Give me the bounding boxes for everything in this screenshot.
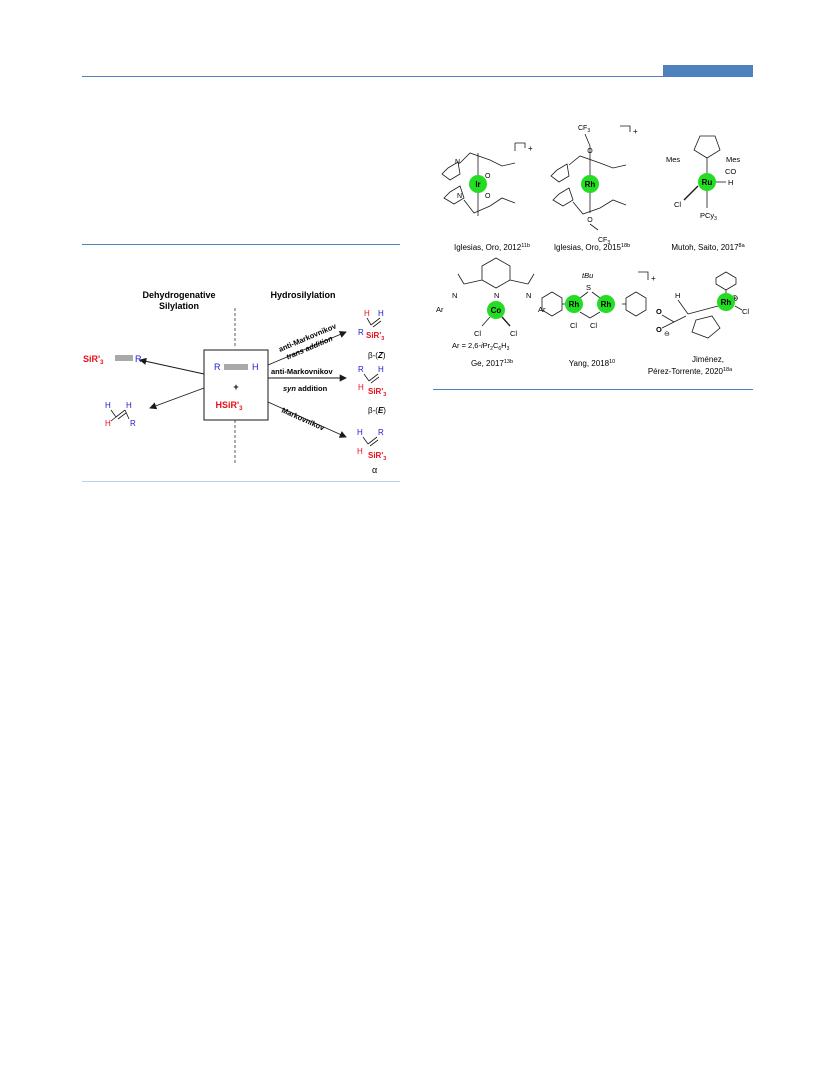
yang-s: S: [586, 283, 591, 292]
heading-hydrosilylation: Hydrosilylation: [270, 290, 335, 300]
jim-minus: ⊖: [664, 331, 670, 338]
yang-rh1: Rh: [569, 300, 580, 309]
svg-text:SiR'3: SiR'3: [366, 331, 384, 342]
figure-bottom-rule: [433, 389, 753, 390]
svg-text:O: O: [485, 193, 491, 200]
svg-text:SiR'3: SiR'3: [368, 387, 386, 398]
co-ar-left: Ar: [436, 305, 444, 314]
catalyst-ru-2017: Mes Mes Ru CO H Cl PCy3: [666, 135, 740, 222]
arrow2-label-2: syn addition: [283, 384, 328, 393]
cf3-bottom: CF3: [598, 237, 610, 246]
svg-text:R: R: [358, 328, 364, 337]
catalyst-rh-2020: ⊕ Rh Cl H O O ⊖: [656, 271, 749, 339]
catalyst-rh-2018: tBu S + Rh Rh Cl Cl: [541, 271, 656, 330]
co-cl2: Cl: [510, 329, 517, 338]
rh1-caption: Iglesias, Oro, 201518b: [554, 243, 630, 252]
scheme-bottom-rule: [82, 481, 400, 482]
co-ar-note: Ar = 2,6-iPr2C6H3: [452, 341, 510, 352]
jim-cl: Cl: [742, 307, 749, 316]
jim-h: H: [675, 291, 680, 300]
ru-co: CO: [725, 167, 736, 176]
svg-text:H: H: [378, 309, 384, 318]
plus-sign: +: [233, 382, 238, 392]
alkene-h3: H: [105, 419, 111, 428]
rh1-charge: +: [633, 127, 638, 136]
jim-o1: O: [656, 307, 662, 316]
co-n2: N: [494, 291, 499, 300]
jim-caption-1: Jiménez,: [692, 355, 724, 364]
ru-cl: Cl: [674, 200, 681, 209]
co-n3: N: [526, 291, 531, 300]
jim-metal: Rh: [721, 298, 732, 307]
ru-caption: Mutoh, Saito, 20178a: [671, 243, 745, 252]
product-alpha: H R H SiR'3 α: [357, 428, 386, 475]
svg-text:H: H: [357, 447, 363, 456]
svg-text:SiR'3: SiR'3: [368, 451, 386, 462]
ir-caption: Iglesias, Oro, 201211b: [454, 243, 530, 252]
product-z: H H R SiR'3 β-(Z): [358, 309, 386, 360]
header-rule: [82, 76, 753, 77]
product-e-label: β-(E): [368, 406, 386, 415]
svg-text:N: N: [455, 159, 460, 166]
svg-text:H: H: [357, 428, 363, 437]
svg-text:R: R: [378, 428, 384, 437]
arrow2-label-1: anti-Markovnikov: [271, 367, 334, 376]
alkynylsilane-si: SiR'3: [83, 354, 104, 366]
product-alpha-label: α: [372, 465, 377, 475]
yang-caption: Yang, 201810: [569, 359, 615, 368]
silane-reagent: HSiR'3: [216, 400, 244, 412]
cf3-top: CF3: [578, 125, 590, 134]
jim-charge: ⊕: [731, 293, 739, 303]
catalyst-figure: + Ir N N O O Iglesias, Oro, 201211b CF3 …: [436, 125, 749, 376]
yang-cl1: Cl: [570, 321, 577, 330]
co-n1: N: [452, 291, 457, 300]
co-caption: Ge, 201713b: [471, 359, 513, 368]
heading-silylation: Silylation: [159, 301, 199, 311]
svg-text:H: H: [378, 365, 384, 374]
yang-rh2: Rh: [601, 300, 612, 309]
svg-text:O: O: [587, 217, 593, 224]
ir-charge: +: [528, 144, 533, 153]
ru-pcy3: PCy3: [700, 211, 717, 222]
yang-cl2: Cl: [590, 321, 597, 330]
svg-text:R: R: [358, 365, 364, 374]
jim-o2: O: [656, 325, 662, 334]
alkene-r: R: [130, 419, 136, 428]
reagent-h: H: [252, 362, 259, 372]
svg-text:H: H: [358, 383, 364, 392]
co-metal: Co: [491, 306, 502, 315]
ru-metal: Ru: [702, 178, 713, 187]
alkene-h1: H: [105, 401, 111, 410]
ru-h: H: [728, 178, 733, 187]
header-tab: [663, 65, 753, 76]
catalyst-co-2017: N N N Ar Ar Co Cl Cl Ar = 2,6-iPr2C6H3: [436, 257, 546, 352]
svg-text:O: O: [587, 148, 593, 155]
alkene-h2: H: [126, 401, 132, 410]
svg-text:H: H: [364, 309, 370, 318]
mes-right: Mes: [726, 155, 740, 164]
jim-caption-2: Pérez-Torrente, 202018a: [648, 367, 733, 376]
svg-text:N: N: [457, 193, 462, 200]
hydrosilylation-scheme: Dehydrogenative Silylation Hydrosilylati…: [83, 290, 386, 475]
yang-charge: +: [651, 274, 656, 283]
catalyst-rh-2015: CF3 + Rh O O CF3: [550, 125, 638, 246]
alkynylsilane-r: R: [135, 354, 142, 364]
mes-left: Mes: [666, 155, 680, 164]
scheme-top-rule: [82, 244, 400, 245]
co-cl1: Cl: [474, 329, 481, 338]
svg-text:O: O: [485, 173, 491, 180]
catalyst-ir-2012: + Ir N N O O: [441, 142, 533, 216]
heading-dehydrogenative: Dehydrogenative: [142, 290, 215, 300]
yang-tbu: tBu: [582, 271, 594, 280]
reagent-r: R: [214, 362, 221, 372]
ir-metal: Ir: [475, 180, 480, 189]
arrow3-label: Markovnikov: [280, 406, 326, 433]
reagents-box: [203, 349, 269, 421]
product-z-label: β-(Z): [368, 351, 386, 360]
rh1-metal: Rh: [585, 180, 596, 189]
product-e: R H H SiR'3 β-(E): [358, 365, 386, 415]
